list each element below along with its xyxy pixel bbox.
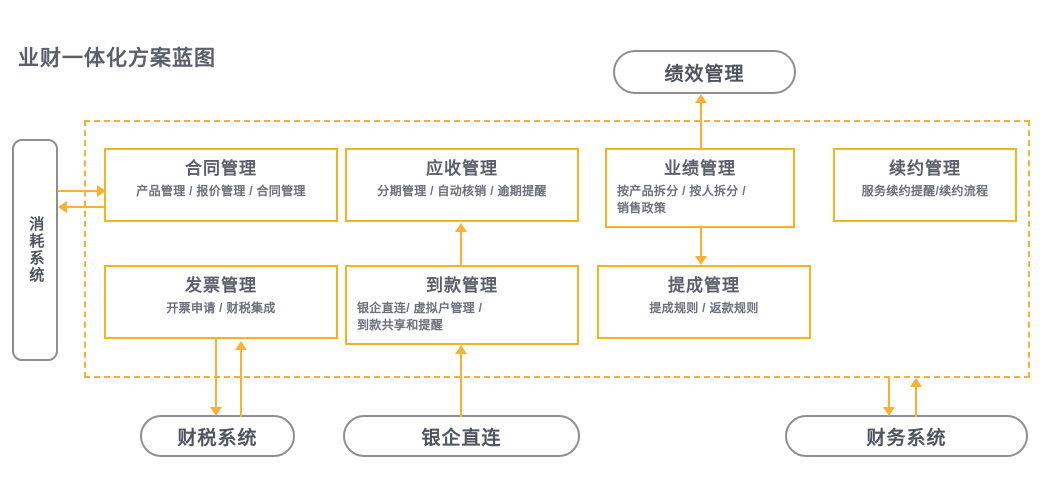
connector-xiaohao-to-hetong-arrow: [97, 185, 106, 197]
connector-yinqi-to-daokuan-arrow: [455, 345, 467, 354]
module-card-contract[interactable]: 合同管理 产品管理 / 报价管理 / 合同管理: [104, 148, 338, 222]
connector-xiaohao-to-hetong-line: [58, 190, 104, 192]
connector-caiwu-to-zone-arrow: [910, 378, 922, 387]
module-card-receivable[interactable]: 应收管理 分期管理 / 自动核销 / 逾期提醒: [345, 148, 579, 222]
external-system-bank-direct-label: 银企直连: [421, 427, 502, 449]
connector-caishui-to-fapiao-line: [240, 349, 242, 417]
module-card-invoice[interactable]: 发票管理 开票申请 / 财税集成: [104, 265, 338, 339]
module-card-invoice-subtitle: 开票申请 / 财税集成: [166, 301, 276, 316]
module-card-renewal-subtitle: 服务续约提醒/续约流程: [861, 184, 989, 199]
external-system-consumption-label: 消耗系统: [27, 216, 45, 284]
connector-zone-to-caiwu-line: [888, 378, 890, 411]
module-card-contract-subtitle: 产品管理 / 报价管理 / 合同管理: [136, 184, 306, 199]
module-card-payment[interactable]: 到款管理 银企直连/ 虚拟户管理 / 到款共享和提醒: [345, 265, 579, 345]
module-card-renewal-title: 续约管理: [889, 159, 961, 178]
module-card-contract-title: 合同管理: [185, 159, 257, 178]
module-card-commission[interactable]: 提成管理 提成规则 / 返款规则: [597, 265, 811, 339]
module-card-payment-title: 到款管理: [426, 276, 498, 295]
external-system-bank-direct[interactable]: 银企直连: [343, 415, 580, 457]
module-card-invoice-title: 发票管理: [185, 276, 257, 295]
connector-yeji-to-jixiao-line: [700, 102, 702, 150]
connector-zone-to-caiwu-arrow: [883, 407, 895, 416]
connector-caiwu-to-zone-line: [915, 386, 917, 417]
module-card-commission-title: 提成管理: [668, 276, 740, 295]
module-card-performance-title: 业绩管理: [664, 159, 736, 178]
external-system-consumption[interactable]: 消耗系统: [12, 139, 58, 361]
connector-yeji-to-ticheng-line: [700, 228, 702, 258]
connector-fapiao-to-caishui-line: [215, 339, 217, 411]
module-card-payment-subtitle: 银企直连/ 虚拟户管理 / 到款共享和提醒: [357, 301, 483, 333]
connector-caishui-to-fapiao-arrow: [235, 341, 247, 350]
connector-yeji-to-jixiao-arrow: [695, 94, 707, 103]
connector-hetong-to-xiaohao-arrow: [58, 201, 67, 213]
external-system-performance[interactable]: 绩效管理: [613, 50, 796, 94]
module-card-receivable-subtitle: 分期管理 / 自动核销 / 逾期提醒: [377, 184, 547, 199]
external-system-fiscal[interactable]: 财税系统: [140, 415, 295, 457]
connector-daokuan-to-yingshou-arrow: [455, 223, 467, 232]
page-title: 业财一体化方案蓝图: [18, 47, 216, 70]
module-card-commission-subtitle: 提成规则 / 返款规则: [649, 301, 759, 316]
module-card-performance[interactable]: 业绩管理 按产品拆分 / 按人拆分 / 销售政策: [605, 148, 795, 228]
module-card-receivable-title: 应收管理: [426, 159, 498, 178]
external-system-finance-label: 财务系统: [866, 427, 947, 449]
connector-fapiao-to-caishui-arrow: [210, 407, 222, 416]
module-card-renewal[interactable]: 续约管理 服务续约提醒/续约流程: [833, 148, 1017, 222]
external-system-performance-label: 绩效管理: [664, 63, 745, 85]
solution-boundary-container: [84, 120, 1030, 378]
module-card-performance-subtitle: 按产品拆分 / 按人拆分 / 销售政策: [617, 184, 746, 216]
connector-yeji-to-ticheng-arrow: [695, 256, 707, 265]
external-system-fiscal-label: 财税系统: [177, 427, 258, 449]
connector-yinqi-to-daokuan-line: [460, 353, 462, 417]
external-system-finance[interactable]: 财务系统: [785, 415, 1028, 457]
connector-hetong-to-xiaohao-line: [67, 206, 104, 208]
connector-daokuan-to-yingshou-line: [460, 231, 462, 265]
